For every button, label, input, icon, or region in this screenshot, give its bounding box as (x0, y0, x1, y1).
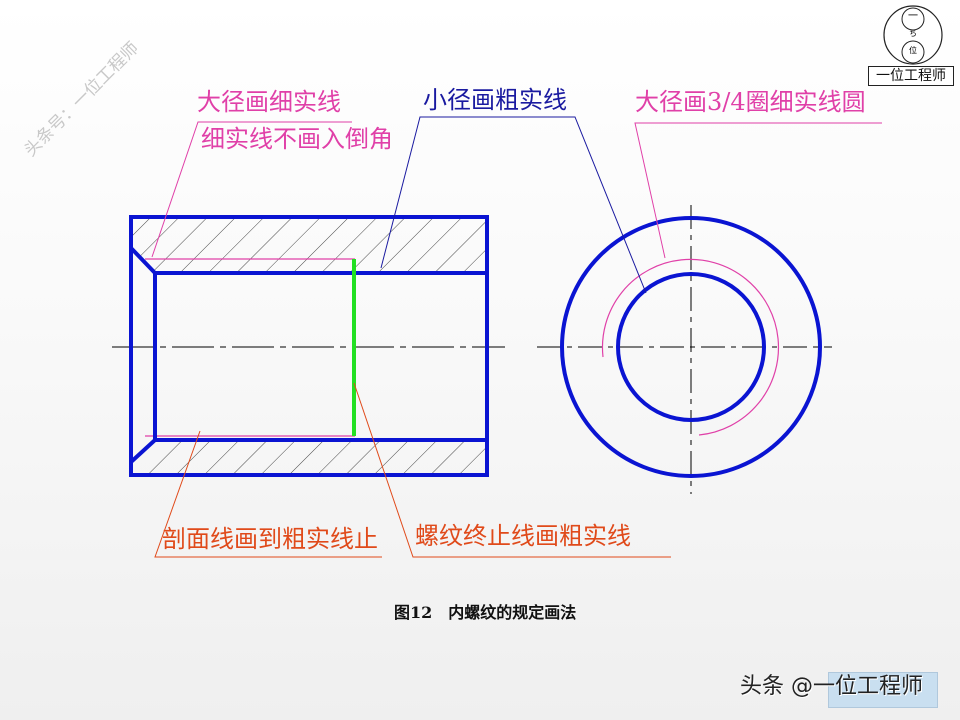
footer-watermark: 头条 @一位工程师 (740, 674, 923, 699)
footer-highlight (828, 672, 938, 708)
leader-lines (151, 116, 882, 558)
logo-emblem-icon (883, 5, 943, 65)
label-thread-end-thick: 螺纹终止线画粗实线 (415, 522, 631, 550)
label-hatch-to-thick: 剖面线画到粗实线止 (162, 525, 378, 553)
label-minor-diameter-thick: 小径画粗实线 (423, 86, 567, 114)
logo-bottom-glyph: 位 (909, 46, 917, 55)
label-thin-no-chamfer: 细实线不画入倒角 (201, 125, 393, 153)
logo-mid-glyph: ち (909, 29, 917, 38)
logo-top-glyph: 一 (908, 11, 918, 22)
centerlines-end-view (537, 205, 832, 494)
major-diameter-thin-lines (145, 258, 355, 437)
logo-name-box: 一位工程师 (868, 66, 954, 86)
label-major-diameter-three-quarter: 大径画3/4圈细实线圆 (635, 88, 866, 116)
figure-caption: 图12 内螺纹的规定画法 (394, 603, 577, 622)
major-diameter-three-quarter-arc (601, 258, 780, 436)
label-major-diameter-thin: 大径画细实线 (197, 88, 341, 116)
section-outline-thick (129, 215, 489, 477)
outer-circle (560, 216, 822, 478)
minor-diameter-circle (616, 272, 766, 422)
logo: 一 ち 位 一位工程师 (866, 2, 956, 86)
